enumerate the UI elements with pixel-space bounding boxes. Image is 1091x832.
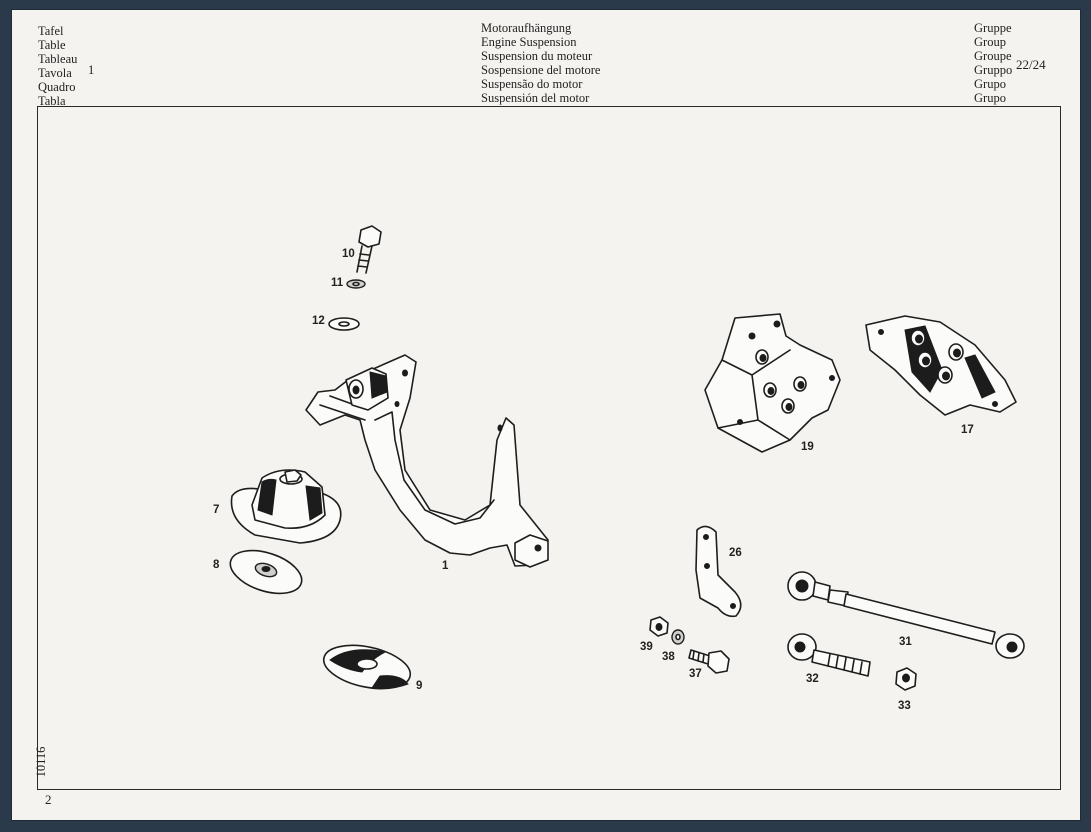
- group-label: Gruppe: [974, 21, 1012, 35]
- callout-37: 37: [689, 668, 702, 680]
- page-number: 2: [45, 792, 52, 807]
- plate-label: Tafel: [38, 24, 64, 38]
- part-19-bracket: [704, 313, 841, 453]
- part-1-support-bracket: [305, 354, 549, 568]
- callout-19: 19: [801, 441, 814, 453]
- callout-1: 1: [442, 560, 449, 572]
- callout-12: 12: [312, 315, 325, 327]
- callout-32: 32: [806, 673, 819, 685]
- group-label: Groupe: [974, 49, 1012, 63]
- part-7-rubber-mount: [230, 469, 342, 544]
- part-37-bolt: [688, 649, 730, 674]
- diagram-frame: [37, 106, 1061, 790]
- callout-17: 17: [961, 424, 974, 436]
- title-pt: Suspensão do motor: [481, 77, 583, 91]
- plate-label: Tableau: [38, 52, 78, 66]
- part-31-tie-rod: [787, 571, 1025, 659]
- group-label: Grupo: [974, 77, 1006, 91]
- callout-38: 38: [662, 651, 675, 663]
- title-en: Engine Suspension: [481, 35, 577, 49]
- part-26-strap: [695, 525, 742, 618]
- part-32-rod-end: [787, 633, 871, 677]
- plate-number: 1: [88, 63, 95, 77]
- title-it: Sospensione del motore: [481, 63, 601, 77]
- part-39-nut: [649, 616, 669, 637]
- title-es: Suspensión del motor: [481, 91, 590, 105]
- group-label: Gruppo: [974, 63, 1013, 77]
- part-12-washer: [328, 317, 360, 331]
- plate-label: Tavola: [38, 66, 72, 80]
- plate-label: Quadro: [38, 80, 76, 94]
- part-9-disc: [322, 644, 412, 690]
- callout-11: 11: [331, 277, 344, 289]
- plate-label-list: Tafel Table Tableau Tavola Quadro Tabla: [38, 24, 77, 108]
- part-33-nut: [895, 667, 917, 691]
- part-8-plate: [229, 549, 303, 595]
- group-label: Grupo: [974, 91, 1006, 105]
- part-17-bracket: [865, 315, 1017, 416]
- part-11-lock-washer: [346, 279, 366, 289]
- plate-label: Tabla: [38, 94, 66, 108]
- callout-10: 10: [342, 248, 355, 260]
- callout-8: 8: [213, 559, 220, 571]
- title-de: Motoraufhängung: [481, 21, 572, 35]
- group-label: Group: [974, 35, 1006, 49]
- callout-31: 31: [899, 636, 912, 648]
- plate-label: Table: [38, 38, 66, 52]
- title-list: Motoraufhängung Engine Suspension Suspen…: [481, 21, 600, 105]
- part-10-bolt: [356, 225, 382, 274]
- catalog-sheet: Tafel Table Tableau Tavola Quadro Tabla …: [11, 9, 1081, 821]
- callout-39: 39: [640, 641, 653, 653]
- group-number: 22/24: [1016, 57, 1046, 72]
- callout-9: 9: [416, 680, 422, 692]
- callout-33: 33: [898, 700, 911, 712]
- callout-7: 7: [213, 504, 219, 516]
- group-label-list: Gruppe Group Groupe Gruppo Grupo Grupo: [974, 21, 1012, 105]
- callout-26: 26: [729, 547, 742, 559]
- part-38-lock-washer: [671, 629, 685, 645]
- title-fr: Suspension du moteur: [481, 49, 593, 63]
